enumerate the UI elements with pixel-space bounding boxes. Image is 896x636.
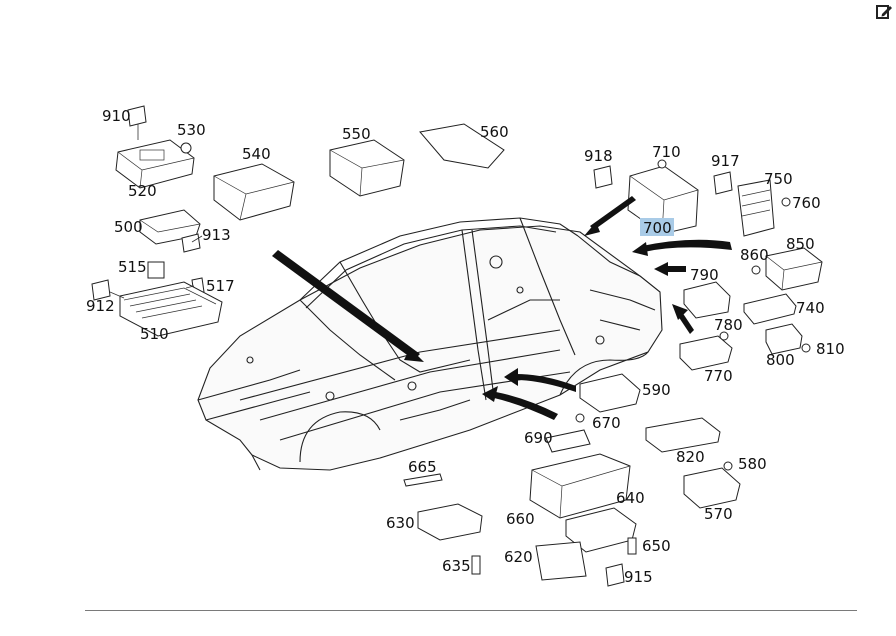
callout-590[interactable]: 590 [642, 381, 671, 399]
part-665[interactable] [403, 473, 443, 487]
car-body-shell [197, 217, 663, 471]
part-850[interactable] [765, 247, 823, 291]
part-700[interactable] [627, 165, 699, 235]
callout-530[interactable]: 530 [177, 121, 206, 139]
callout-915[interactable]: 915 [624, 568, 653, 586]
callout-660[interactable]: 660 [506, 510, 535, 528]
callout-570[interactable]: 570 [704, 505, 733, 523]
arrow-to-rear-panel [678, 312, 694, 334]
highlight-700 [640, 218, 674, 236]
part-800[interactable] [765, 323, 803, 355]
part-510[interactable] [119, 281, 223, 337]
callout-770[interactable]: 770 [704, 367, 733, 385]
part-918[interactable] [593, 165, 613, 189]
edit-pencil-icon [876, 5, 892, 19]
part-670[interactable] [575, 413, 585, 423]
callout-510[interactable]: 510 [140, 325, 169, 343]
part-915[interactable] [605, 563, 625, 587]
part-917[interactable] [713, 171, 733, 195]
callout-690[interactable]: 690 [524, 429, 553, 447]
callout-515[interactable]: 515 [118, 258, 147, 276]
callout-665[interactable]: 665 [408, 458, 437, 476]
callout-630[interactable]: 630 [386, 514, 415, 532]
callout-910[interactable]: 910 [102, 107, 131, 125]
pointer-arrows [272, 196, 732, 420]
callout-912[interactable]: 912 [86, 297, 115, 315]
part-650[interactable] [627, 537, 637, 555]
part-540[interactable] [213, 163, 295, 221]
part-580[interactable] [723, 461, 733, 471]
part-635[interactable] [471, 555, 481, 575]
arrow-to-sill [494, 392, 558, 420]
callout-780[interactable]: 780 [714, 316, 743, 334]
callout-760[interactable]: 760 [792, 194, 821, 212]
arrow-to-trunk [666, 266, 686, 272]
part-710[interactable] [657, 159, 667, 169]
part-520[interactable] [115, 139, 195, 189]
part-740[interactable] [743, 293, 797, 325]
edit-button[interactable] [874, 2, 894, 22]
part-770[interactable] [679, 335, 733, 371]
callout-640[interactable]: 640 [616, 489, 645, 507]
callout-700[interactable]: 700 [643, 219, 672, 237]
callout-560[interactable]: 560 [480, 123, 509, 141]
arrow-to-rear-shelf [642, 239, 732, 252]
callout-550[interactable]: 550 [342, 125, 371, 143]
callout-850[interactable]: 850 [786, 235, 815, 253]
callout-918[interactable]: 918 [584, 147, 613, 165]
callout-860[interactable]: 860 [740, 246, 769, 264]
callout-620[interactable]: 620 [504, 548, 533, 566]
part-660[interactable] [529, 453, 631, 519]
footer-divider [85, 610, 857, 611]
part-820[interactable] [645, 417, 721, 453]
callout-913[interactable]: 913 [202, 226, 231, 244]
callout-520[interactable]: 520 [128, 182, 157, 200]
part-630[interactable] [417, 503, 483, 541]
callout-517[interactable]: 517 [206, 277, 235, 295]
callout-580[interactable]: 580 [738, 455, 767, 473]
part-560[interactable] [419, 123, 505, 169]
part-912[interactable] [91, 279, 111, 301]
part-530[interactable] [180, 142, 192, 154]
part-590[interactable] [579, 373, 641, 413]
arrow-to-front-floor [272, 250, 420, 360]
part-550[interactable] [329, 139, 405, 197]
callout-670[interactable]: 670 [592, 414, 621, 432]
arrow-to-b-pillar [516, 374, 576, 392]
callout-917[interactable]: 917 [711, 152, 740, 170]
callout-710[interactable]: 710 [652, 143, 681, 161]
callout-650[interactable]: 650 [642, 537, 671, 555]
callout-740[interactable]: 740 [796, 299, 825, 317]
callout-540[interactable]: 540 [242, 145, 271, 163]
part-913[interactable] [181, 233, 201, 253]
callout-labels: 910 530 540 550 560 918 710 917 750 760 … [86, 107, 845, 586]
part-690[interactable] [545, 429, 591, 453]
callout-750[interactable]: 750 [764, 170, 793, 188]
part-860[interactable] [751, 265, 761, 275]
part-570[interactable] [683, 467, 741, 509]
part-515[interactable] [147, 261, 165, 279]
part-810[interactable] [801, 343, 811, 353]
leader-lines [109, 235, 203, 299]
part-620[interactable] [535, 541, 587, 581]
arrow-to-roof [590, 196, 636, 230]
part-780[interactable] [719, 331, 729, 341]
callout-800[interactable]: 800 [766, 351, 795, 369]
part-790[interactable] [683, 281, 731, 319]
callout-790[interactable]: 790 [690, 266, 719, 284]
callout-820[interactable]: 820 [676, 448, 705, 466]
part-760[interactable] [781, 197, 791, 207]
part-910[interactable] [127, 105, 147, 140]
callout-635[interactable]: 635 [442, 557, 471, 575]
callout-500[interactable]: 500 [114, 218, 143, 236]
part-750[interactable] [737, 179, 775, 237]
callout-810[interactable]: 810 [816, 340, 845, 358]
